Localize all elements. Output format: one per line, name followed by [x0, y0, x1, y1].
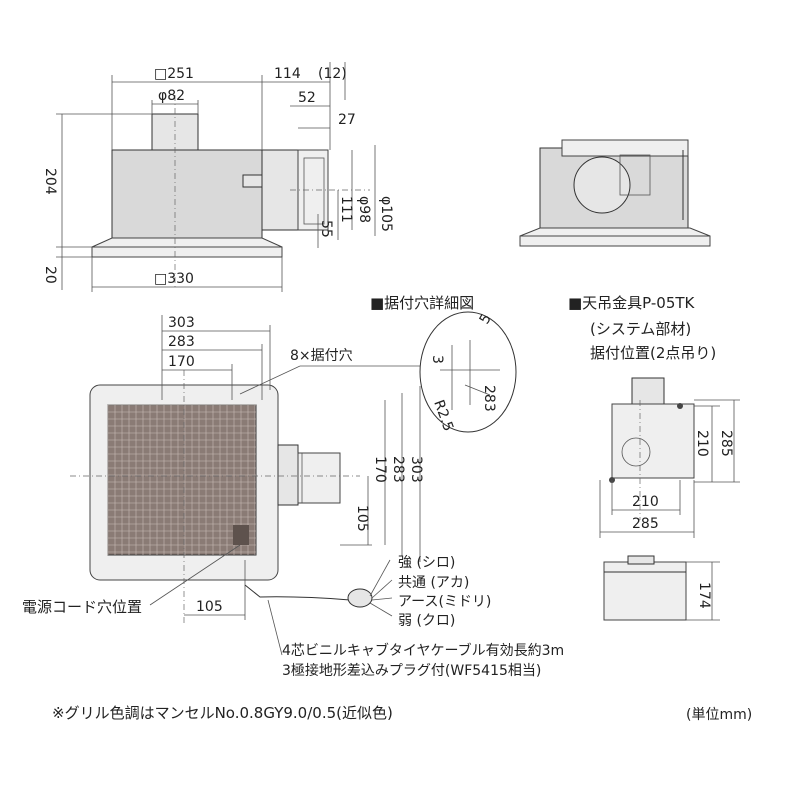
- end-motor-circle: [573, 156, 631, 214]
- detail-title: ■据付穴詳細図: [370, 294, 475, 312]
- end-top-frame: [561, 139, 689, 157]
- detail-dim-3: 3: [429, 355, 445, 364]
- dim-303: 303: [168, 315, 195, 331]
- hanger-title: ■天吊金具P-05TK: [568, 294, 695, 312]
- dim-v303: 303: [408, 456, 424, 483]
- dim-12: (12): [318, 66, 347, 82]
- hanger-elev-body: [603, 561, 687, 621]
- side-elevation: □251 114 (12) φ82 52 27 φ98 φ105 111 55: [42, 62, 394, 292]
- dim-251: □251: [154, 66, 194, 82]
- hanger-duct: [631, 377, 665, 405]
- plan-duct: [297, 452, 341, 504]
- cord-hole: [233, 525, 249, 545]
- holes-label: 8×据付穴: [290, 348, 353, 364]
- dim-204: 204: [42, 168, 58, 195]
- cord-hole-label: 電源コード穴位置: [22, 598, 142, 616]
- dim-phi105: φ105: [378, 196, 394, 232]
- dim-52: 52: [298, 90, 316, 106]
- cable-note-2: 3極接地形差込みプラグ付(WF5415相当): [282, 663, 542, 679]
- hanger-circle: [621, 437, 651, 467]
- end-panel: [519, 235, 711, 247]
- wire-weak: 弱 (クロ): [398, 613, 456, 629]
- detail-dim-5: 5: [477, 311, 495, 327]
- wire-common: 共通 (アカ): [398, 575, 470, 591]
- cable-note-1: 4芯ビニルキャブタイヤケーブル有効長約3m: [282, 643, 565, 659]
- wire-earth: アース(ミドリ): [398, 594, 492, 610]
- dim-phi98: φ98: [356, 196, 372, 223]
- end-damper: [619, 154, 651, 196]
- dim-v170: 170: [372, 456, 388, 483]
- power-cable: [244, 584, 351, 601]
- dim-170: 170: [168, 354, 195, 370]
- end-panel-top: [519, 227, 711, 237]
- unit-note: (単位mm): [686, 707, 753, 723]
- grille-color-footnote: ※グリル色調はマンセルNo.0.8GY9.0/0.5(近似色): [52, 704, 393, 722]
- hanger-h285: 285: [632, 516, 659, 532]
- dim-114: 114: [274, 66, 301, 82]
- mounting-hole-detail: 3 5 R2.5 283: [419, 311, 517, 433]
- end-elevation: [519, 139, 711, 247]
- dim-20: 20: [42, 266, 58, 284]
- dim-phi82: φ82: [158, 88, 185, 104]
- hanger-v210: 210: [694, 430, 710, 457]
- wire-strong: 強 (シロ): [398, 555, 456, 571]
- dim-283: 283: [168, 334, 195, 350]
- body-tab: [242, 174, 264, 188]
- hanger-plan: 210 285 210 285: [599, 377, 740, 538]
- ceiling-panel: [91, 246, 283, 258]
- dim-111: 111: [338, 196, 354, 223]
- dim-27: 27: [338, 112, 356, 128]
- ceiling-panel-top: [91, 237, 283, 248]
- dim-h105: 105: [196, 599, 223, 615]
- fan-body: [111, 149, 263, 239]
- top-duct-collar: [151, 113, 199, 153]
- hanger-elevation: 174: [603, 555, 720, 621]
- hanger-subtitle: (システム部材): [590, 320, 692, 338]
- hanger-subtitle-2: 据付位置(2点吊り): [590, 344, 717, 362]
- hanger-v174: 174: [696, 582, 712, 609]
- detail-dim-283: 283: [481, 385, 497, 412]
- detail-circle: [419, 311, 517, 433]
- plan-view: 303 283 170 8×据付穴 170 283 303 105 105 電源…: [22, 315, 424, 656]
- hanger-h210: 210: [632, 494, 659, 510]
- dim-55: 55: [318, 220, 334, 238]
- dim-v105: 105: [354, 505, 370, 532]
- dim-v283: 283: [390, 456, 406, 483]
- hanger-v285: 285: [718, 430, 734, 457]
- plan-duct-base: [277, 444, 299, 506]
- outlet-ring: [303, 157, 325, 225]
- dim-330: □330: [154, 271, 194, 287]
- hanger-elev-top: [627, 555, 655, 565]
- plug: [347, 588, 373, 608]
- hanger-body: [611, 403, 695, 479]
